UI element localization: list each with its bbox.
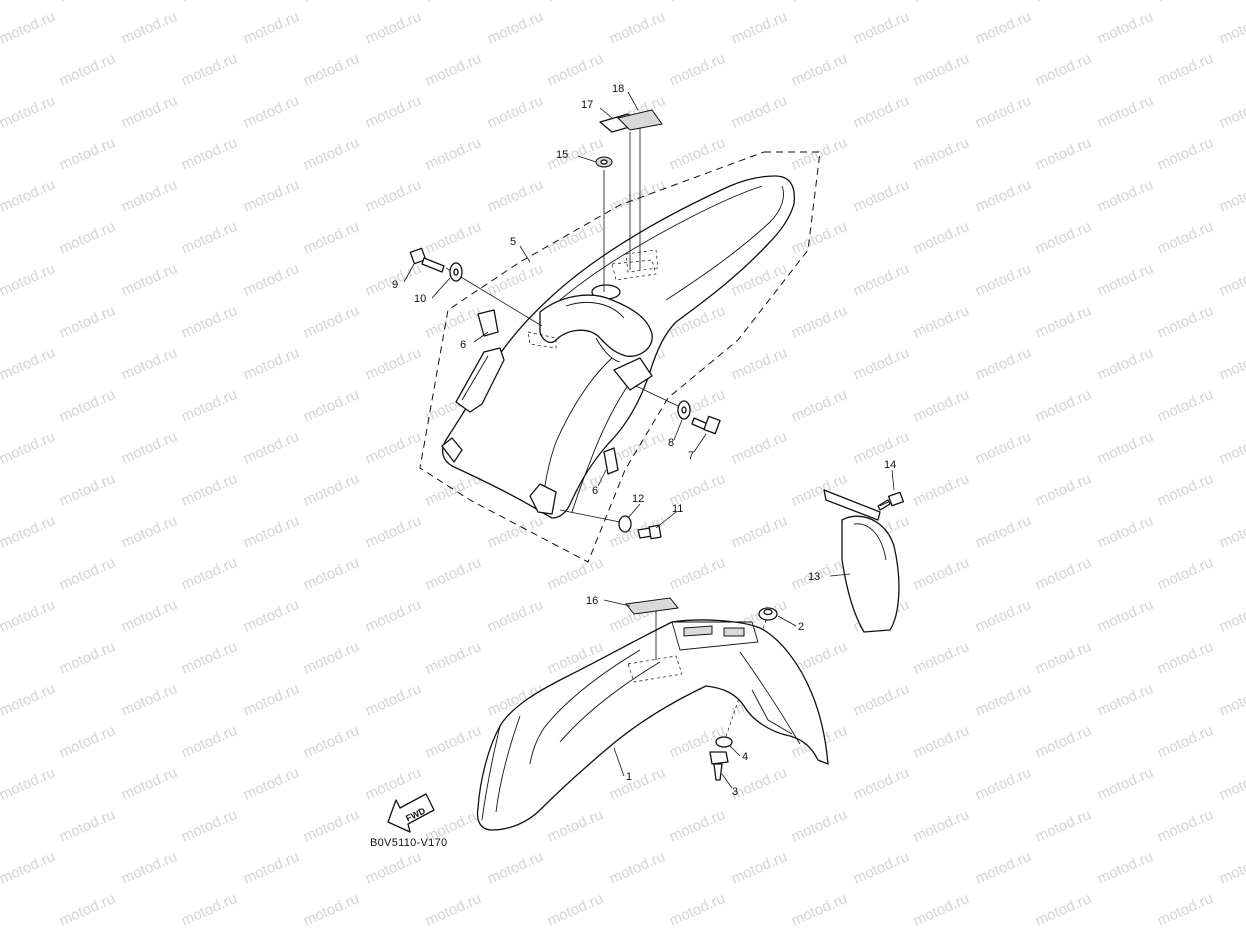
decal-outline-rear: [611, 259, 657, 281]
decal-outline-front: [627, 655, 683, 683]
callout-9: 9: [392, 279, 398, 291]
fender-left-edge: [441, 437, 463, 463]
front-fender: [476, 619, 829, 831]
fender-left-wing: [455, 347, 505, 413]
fender-ridge-2: [571, 373, 637, 513]
callout-13: 13: [808, 571, 820, 583]
bracket-detail: [565, 301, 625, 363]
callout-3: 3: [732, 786, 738, 798]
screw-14: [877, 491, 904, 511]
front-fender-group: [476, 610, 829, 831]
fender-crest-line: [545, 185, 763, 313]
fender-lower-tab: [529, 483, 557, 515]
decal-16: [625, 597, 679, 615]
callout-10: 10: [414, 293, 426, 305]
callout-5: 5: [510, 236, 516, 248]
fender-side-bracket: [613, 357, 653, 391]
callout-leaders: [403, 91, 895, 789]
callout-6-center: 6: [592, 485, 598, 497]
callout-16: 16: [586, 595, 598, 607]
nut-2: [723, 607, 778, 743]
damper-6-left: [477, 309, 499, 337]
decal-17-18: [599, 109, 663, 273]
bolt-11: [637, 524, 662, 540]
washer-10: [449, 262, 463, 282]
rear-fender-group: [419, 151, 821, 563]
callout-numbers: 18 17 15 5 9 10 6 8 7 6 12 11 14 13 16 2…: [392, 83, 896, 798]
callout-11: 11: [672, 503, 683, 515]
callout-8: 8: [668, 437, 674, 449]
bolt-7: [635, 385, 721, 435]
grommet-15: [595, 156, 613, 292]
wing-edge: [461, 355, 489, 401]
callout-2: 2: [798, 621, 804, 633]
callout-17: 17: [581, 99, 593, 111]
callout-15: 15: [556, 149, 568, 161]
washer-4: [715, 736, 733, 748]
callout-7: 7: [688, 450, 694, 462]
fender-decal-recess: [683, 625, 745, 637]
bolt-9: [409, 247, 543, 327]
fender-inner-edge: [665, 185, 784, 301]
callout-18: 18: [612, 83, 624, 95]
front-fender-side: [739, 651, 801, 745]
bolt-3: [709, 751, 729, 781]
damper-locator: [527, 331, 557, 349]
front-fender-groove-2: [559, 661, 661, 743]
collar-12: [559, 509, 632, 533]
callout-6-left: 6: [460, 339, 466, 351]
diagram-caption: B0V5110-V170: [370, 837, 447, 849]
callout-12: 12: [632, 493, 644, 505]
damper-6-center: [603, 447, 619, 475]
front-fender-top-edge: [671, 621, 759, 651]
washer-8: [677, 400, 691, 420]
fasteners-group: [409, 109, 904, 781]
callout-14: 14: [884, 459, 896, 471]
mud-flap-13: [823, 489, 900, 633]
callout-4: 4: [742, 751, 748, 763]
fwd-arrow: FWD: [387, 793, 435, 833]
front-fender-nose: [481, 715, 521, 821]
front-fender-groove: [529, 649, 641, 765]
assembly-dash-outline: [419, 151, 821, 563]
callout-1: 1: [626, 771, 632, 783]
